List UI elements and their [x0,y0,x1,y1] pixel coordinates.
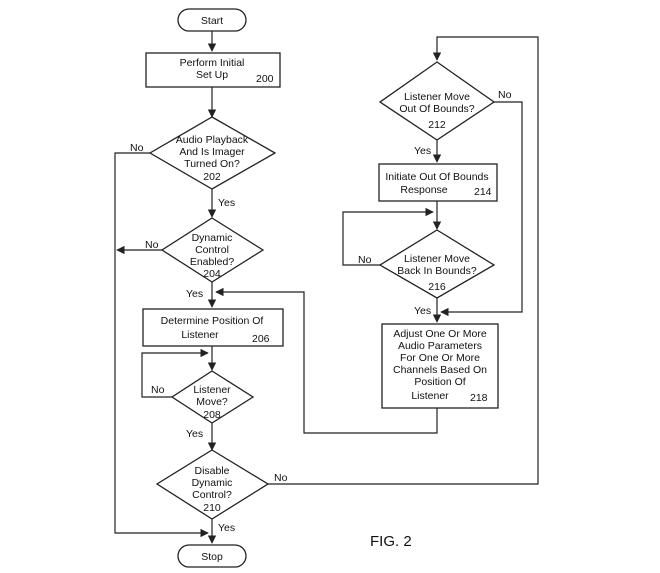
node-202-line-1: Audio Playback [176,134,249,146]
node-214-line-2: Response [400,184,447,196]
node-206-line-2: Listener [181,329,219,341]
node-202-ref: 202 [203,171,221,183]
node-216-line-2: Back In Bounds? [397,265,477,277]
edge-210-no [268,36,539,485]
stop-label: Stop [201,551,223,563]
node-labels: Start Perform Initial Set Up 200 Audio P… [161,15,492,563]
label-202-yes: Yes [218,197,235,209]
process-214 [378,163,498,202]
decision-210 [155,449,270,520]
node-210-ref: 210 [203,502,221,514]
label-212-yes: Yes [414,145,431,157]
node-208-line-2: Move? [196,396,228,408]
decision-202 [148,116,277,190]
label-202-no: No [130,142,144,154]
process-200 [145,52,281,88]
node-214-line-1: Initiate Out Of Bounds [385,171,488,183]
node-210-line-3: Control? [192,489,232,501]
node-212-line-1: Listener Move [404,91,470,103]
node-208-ref: 208 [203,409,221,421]
decision-212 [378,61,496,141]
edge-218-return [215,287,438,434]
node-208-line-1: Listener [193,384,231,396]
node-200-ref: 200 [256,73,274,85]
node-218-line-3: For One Or More [400,352,480,364]
node-216-ref: 216 [428,281,446,293]
node-212-line-2: Out Of Bounds? [399,103,474,115]
label-216-no: No [358,254,372,266]
shapes [142,8,499,568]
start-label: Start [201,15,223,27]
label-210-yes: Yes [218,522,235,534]
edge-212-no [440,101,523,317]
decision-204 [160,217,265,283]
node-210-line-1: Disable [194,465,229,477]
label-208-yes: Yes [186,428,203,440]
node-206-line-1: Determine Position Of [161,315,264,327]
node-218-line-5: Position Of [414,376,465,388]
label-216-yes: Yes [414,305,431,317]
node-210-line-2: Dynamic [192,477,233,489]
process-218 [381,323,499,409]
node-202-line-2: And Is Imager [179,146,245,158]
label-204-yes: Yes [186,288,203,300]
label-212-no: No [498,89,512,101]
start-terminal [177,8,247,32]
node-214-ref: 214 [474,186,492,198]
node-204-line-1: Dynamic [192,232,233,244]
node-218-ref: 218 [470,392,488,404]
label-208-no: No [151,384,165,396]
edge-labels: No Yes No Yes No Yes No Yes No Yes No Ye… [130,89,512,534]
edge-202-no [114,152,209,538]
node-212-ref: 212 [428,119,446,131]
node-218-line-1: Adjust One Or More [393,328,487,340]
edge-216-no [342,207,434,266]
stop-terminal [177,544,247,568]
edge-208-no [141,348,209,398]
node-218-line-6: Listener [411,390,449,402]
decision-208 [170,370,255,424]
node-204-line-2: Control [195,244,229,256]
node-218-line-2: Audio Parameters [398,340,482,352]
node-204-ref: 204 [203,268,221,280]
node-206-ref: 206 [252,333,270,345]
node-200-line-2: Set Up [196,69,228,81]
node-200-line-1: Perform Initial [180,57,245,69]
figure-label: FIG. 2 [370,533,412,550]
process-206 [142,308,284,347]
label-204-no: No [145,239,159,251]
node-218-line-4: Channels Based On [393,364,487,376]
label-210-no: No [274,472,288,484]
connectors [114,31,539,544]
node-216-line-1: Listener Move [404,253,470,265]
node-204-line-3: Enabled? [190,256,235,268]
node-202-line-3: Turned On? [184,158,240,170]
decision-216 [378,229,496,299]
